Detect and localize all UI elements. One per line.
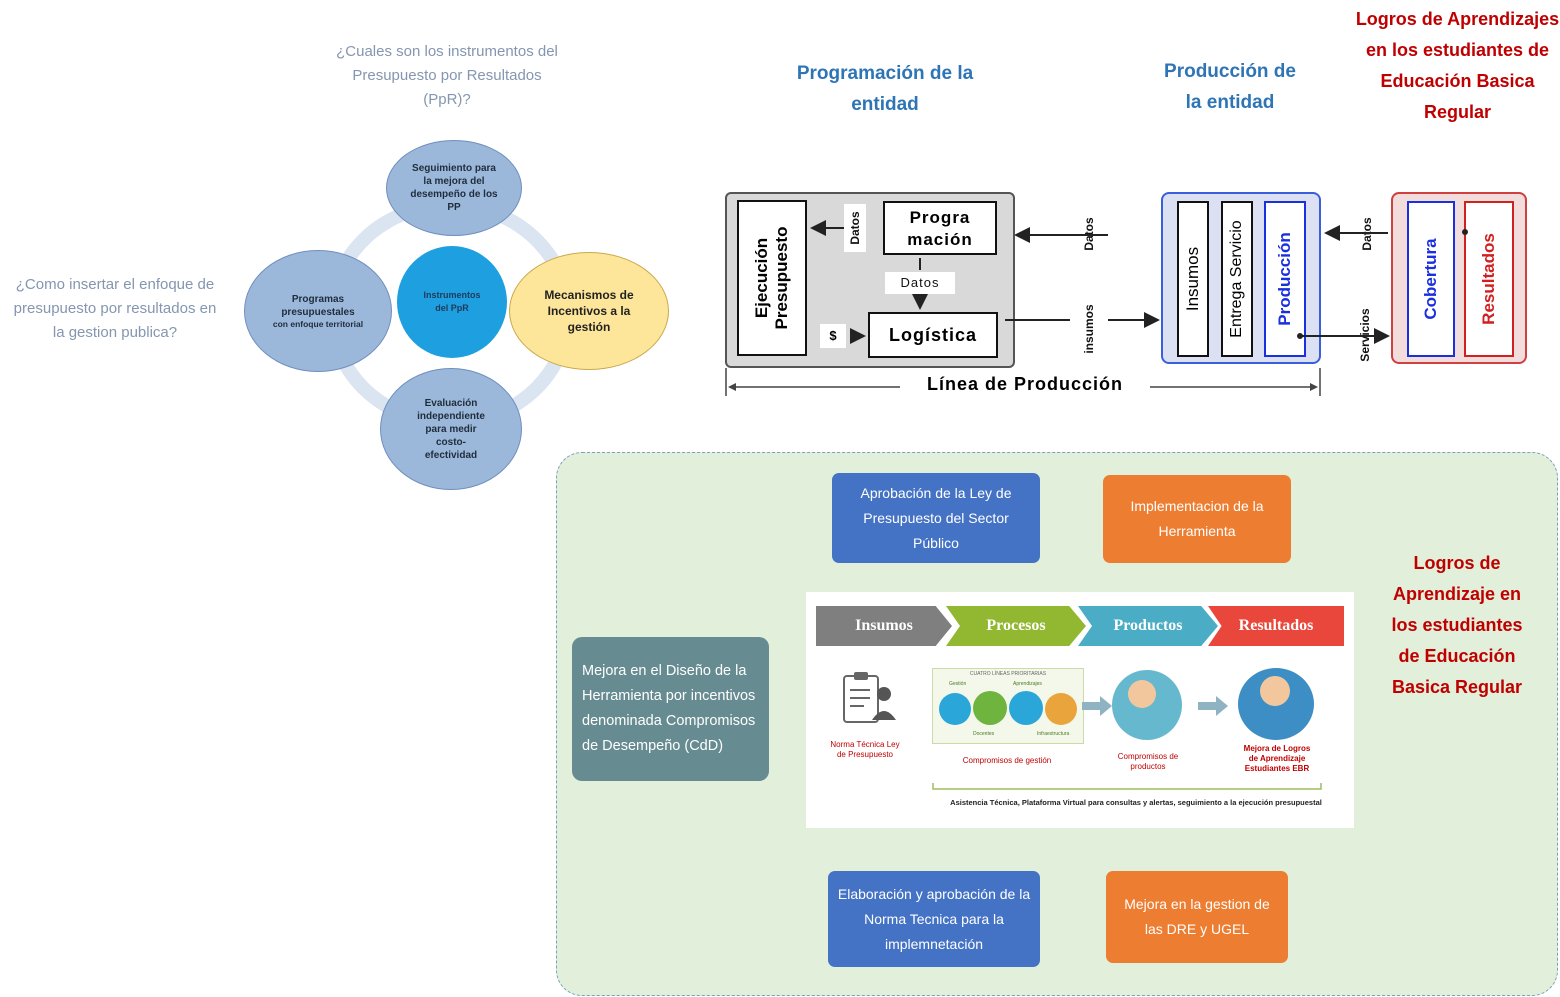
figure-productos-face [1128,680,1156,708]
card-norma-tecnica-text: Elaboración y aprobación de la Norma Tec… [837,885,1031,952]
bubble-instrumentos: Instrumentos del PpR [397,246,507,358]
bubble-evaluacion-text: Evaluación independiente para medir cost… [417,397,485,461]
bubble-programas: Programas presupuestales con enfoque ter… [244,250,392,372]
resultados-inner-text: Resultados [1479,233,1498,325]
cobertura-box: Cobertura [1407,201,1455,357]
label-docentes: Docentes [973,731,995,737]
figure-docentes [1009,691,1043,725]
figure-gestion [939,693,971,725]
label-gestion: Gestión [949,681,967,687]
cap-compromisos-productos: Compromisos de productos [1117,752,1179,771]
card-ley-presupuesto: Aprobación de la Ley de Presupuesto del … [832,473,1040,563]
datos-arrow-label-1: Datos [1074,212,1104,256]
insumos-box: Insumos [1177,201,1209,357]
produccion-inner-box: Producción [1264,201,1306,357]
programacion-inner-text: Progra mación [907,208,973,249]
flow-arrow-2 [1198,696,1228,716]
bubble-instrumentos-text: Instrumentos del PpR [423,290,481,313]
card-ley-presupuesto-text: Aprobación de la Ley de Presupuesto del … [860,484,1012,551]
dollar-box: $ [820,324,846,348]
flow-arrow-1 [1082,696,1112,716]
datos-mid-text: Datos [900,275,940,290]
card-implementacion: Implementacion de la Herramienta [1103,475,1291,563]
flow-step-productos: Productos [1078,606,1218,646]
figure-aprendizajes [973,691,1007,725]
logistica-box: Logística [868,312,998,358]
programacion-inner-box: Progra mación [883,201,997,255]
produccion-inner-text: Producción [1275,232,1294,326]
datos-small-text: Datos [848,211,862,245]
datos-arrow-label-1-text: Datos [1082,217,1096,251]
bubble-programas-sub: con enfoque territorial [272,318,364,329]
bubble-mecanismos-text: Mecanismos de Incentivos a la gestión [544,288,634,334]
cuatro-lineas-block: CUATRO LÍNEAS PRIORITARIAS Gestión Apren… [932,668,1084,744]
bubble-mecanismos: Mecanismos de Incentivos a la gestión [509,252,669,370]
asistencia-text: Asistencia Técnica, Plataforma Virtual p… [950,798,1322,807]
dollar-text: $ [829,328,837,343]
logistica-text: Logística [888,325,977,345]
card-mejora-gestion: Mejora en la gestion de las DRE y UGEL [1106,871,1288,963]
card-mejora-diseno: Mejora en el Diseño de la Herramienta po… [572,637,769,781]
cap-compromisos-gestion: Compromisos de gestión [962,756,1052,765]
datos-mid-box: Datos [885,272,955,294]
card-norma-tecnica: Elaboración y aprobación de la Norma Tec… [828,871,1040,967]
heading-programacion: Programación de la entidad [796,63,974,115]
card-mejora-diseno-text: Mejora en el Diseño de la Herramienta po… [582,663,756,754]
cap-norma: Norma Técnica Ley de Presupuesto [830,740,900,759]
linea-produccion-label: Línea de Producción [926,374,1124,394]
flow-figure: Insumos Procesos Productos Resultados No… [806,592,1354,828]
clipboard-icon [843,672,896,723]
insumos-arrow-label: insumos [1074,302,1104,356]
flow-step-insumos: Insumos [816,606,952,646]
datos-arrow-label-2-text: Datos [1360,217,1374,251]
bubble-evaluacion: Evaluación independiente para medir cost… [380,368,522,490]
card-mejora-gestion-text: Mejora en la gestion de las DRE y UGEL [1124,896,1270,937]
question-instrumentos: ¿Cuales son los instrumentos del Presupu… [336,43,558,108]
bubble-seguimiento-text: Seguimiento para la mejora del desempeño… [410,163,498,213]
resultados-inner-box: Resultados [1464,201,1514,357]
bubble-programas-text: Programas presupuestales [281,293,355,318]
card-implementacion-text: Implementacion de la Herramienta [1130,498,1264,539]
label-infraestructura: Infraestructura [1037,731,1070,737]
ejecucion-box: Ejecución Presupuesto [737,200,807,356]
cobertura-text: Cobertura [1421,238,1440,320]
cap-mejora-logros: Mejora de Logros de Aprendizaje Estudian… [1243,744,1311,773]
servicios-arrow-label-text: Servicios [1358,308,1372,362]
heading-logros-top: Logros de Aprendizajes en los estudiante… [1355,9,1560,122]
figure-infraestructura [1045,693,1077,725]
entrega-box: Entrega Servicio [1221,201,1253,357]
entrega-text: Entrega Servicio [1228,220,1245,338]
logros-panel-label: Logros de Aprendizaje en los estudiantes… [1391,553,1523,697]
question-enfoque: ¿Como insertar el enfoque de presupuesto… [13,276,217,341]
ejecucion-text: Ejecución Presupuesto [752,226,791,330]
servicios-arrow-label: Servicios [1350,306,1380,364]
datos-small-box: Datos [844,204,866,252]
bubble-seguimiento: Seguimiento para la mejora del desempeño… [386,140,522,236]
insumos-text: Insumos [1183,246,1202,312]
flow-step-resultados: Resultados [1208,606,1344,646]
datos-arrow-label-2: Datos [1352,212,1382,256]
flow-bracket [932,783,1322,790]
flow-step-procesos: Procesos [946,606,1086,646]
cuatro-lineas-label: CUATRO LÍNEAS PRIORITARIAS [969,671,1047,677]
heading-produccion: Producción de la entidad [1164,61,1296,113]
insumos-arrow-label-text: insumos [1082,304,1096,354]
figure-resultados-face [1260,676,1290,706]
label-aprendizajes: Aprendizajes [1013,681,1042,687]
